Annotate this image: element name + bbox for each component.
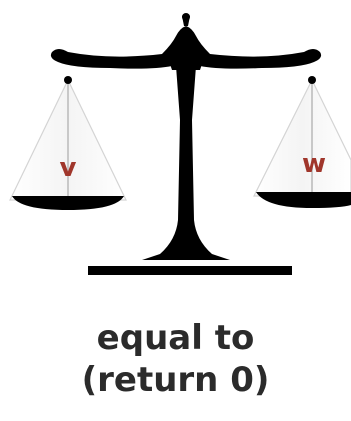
- right-pan: w: [254, 76, 351, 208]
- right-pan-label: w: [302, 149, 326, 179]
- balance-scale-diagram: v w: [0, 0, 351, 300]
- scale-post: [142, 58, 230, 260]
- caption-line-2: (return 0): [0, 360, 351, 400]
- scale-base: [88, 266, 292, 275]
- caption-line-1: equal to: [0, 318, 351, 358]
- scale-finial: [182, 13, 190, 26]
- left-pan: v: [10, 76, 126, 210]
- left-pan-label: v: [60, 153, 77, 183]
